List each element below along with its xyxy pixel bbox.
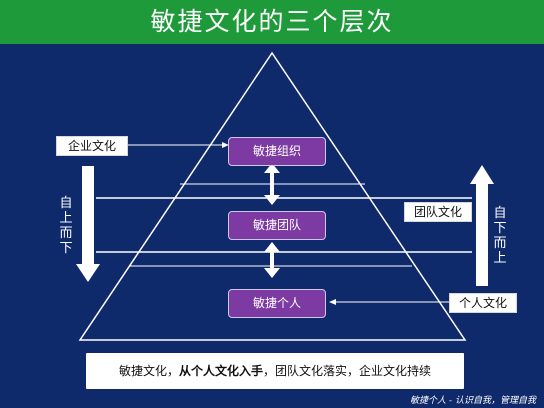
- summary-part2: ，团队文化落实，企业文化持续: [263, 364, 432, 378]
- top-down-text: 自上而下: [59, 196, 73, 256]
- double-arrow-1: [264, 163, 280, 205]
- summary-bar: 敏捷文化，从个人文化入手，团队文化落实，企业文化持续: [86, 353, 464, 389]
- top-down-arrow: [76, 166, 100, 282]
- level-individual: 敏捷个人: [228, 289, 326, 318]
- level-organization: 敏捷组织: [228, 137, 326, 166]
- pointer-personal: [329, 299, 449, 305]
- label-enterprise-culture: 企业文化: [56, 136, 128, 156]
- label-team-culture: 团队文化: [404, 202, 472, 222]
- summary-emphasis: 从个人文化入手: [178, 364, 263, 378]
- footer-text: 敏捷个人 - 认识自我，管理自我: [410, 396, 536, 406]
- bottom-up-arrow: [470, 165, 494, 286]
- summary-part1: 敏捷文化，: [118, 364, 179, 378]
- pointer-enterprise: [126, 142, 229, 148]
- level-team: 敏捷团队: [228, 211, 326, 240]
- page-title: 敏捷文化的三个层次: [0, 0, 544, 44]
- pyramid-outline: [78, 51, 467, 341]
- bottom-up-text: 自下而上: [493, 206, 507, 266]
- label-personal-culture: 个人文化: [449, 293, 517, 313]
- double-arrow-2: [264, 242, 280, 278]
